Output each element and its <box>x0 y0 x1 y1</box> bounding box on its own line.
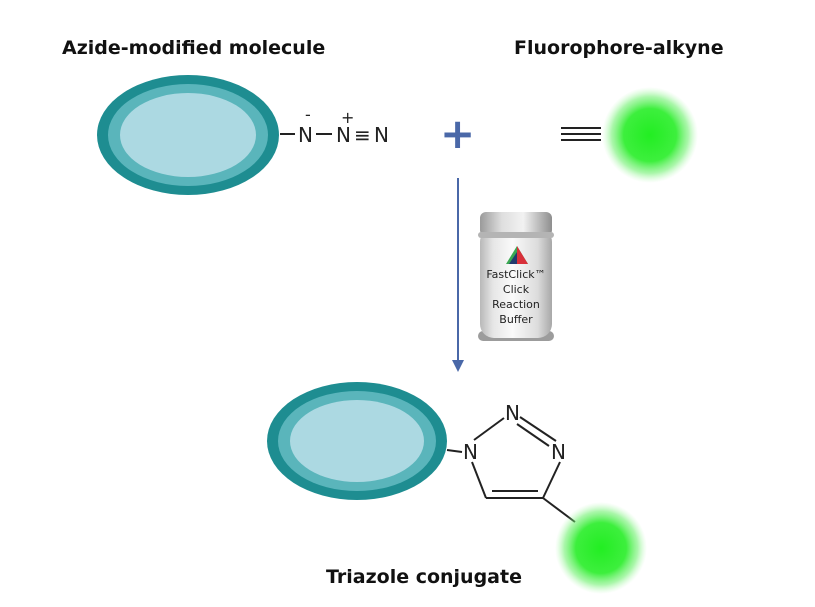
product-fluorophore-dot <box>555 502 647 594</box>
bottle-logo-icon <box>506 246 528 264</box>
reaction-arrow <box>452 178 464 372</box>
fluorophore-alkyne-label: Fluorophore-alkyne <box>514 37 724 59</box>
triazole-ring: N N N <box>446 401 647 594</box>
triazole-conjugate-label: Triazole conjugate <box>326 566 522 588</box>
bottle-label-line2: Click <box>503 283 530 296</box>
azide-atom-3: N <box>374 123 389 147</box>
azide-molecule-label: Azide-modified molecule <box>62 37 326 59</box>
azide-triple-bond: ≡ <box>354 123 371 147</box>
azide-positive-charge: + <box>341 108 354 127</box>
fluorophore-dot <box>602 87 698 183</box>
azide-atom-1: N <box>298 123 313 147</box>
azide-group: N - N + ≡ N <box>280 105 389 147</box>
plus-sign: + <box>440 109 475 158</box>
bottle-label-line3: Reaction <box>492 298 540 311</box>
product-molecule <box>267 382 447 500</box>
triazole-atom-n3: N <box>551 440 566 464</box>
triazole-atom-n1: N <box>463 440 478 464</box>
azide-negative-charge: - <box>305 105 311 124</box>
fluorophore-alkyne <box>561 87 698 183</box>
reagent-bottle: FastClick™ Click Reaction Buffer <box>478 212 554 341</box>
azide-molecule <box>97 75 279 195</box>
triazole-atom-n2: N <box>505 401 520 425</box>
bottle-label-line4: Buffer <box>499 313 533 326</box>
azide-atom-2: N <box>336 123 351 147</box>
bottle-label-line1: FastClick™ <box>486 268 545 281</box>
